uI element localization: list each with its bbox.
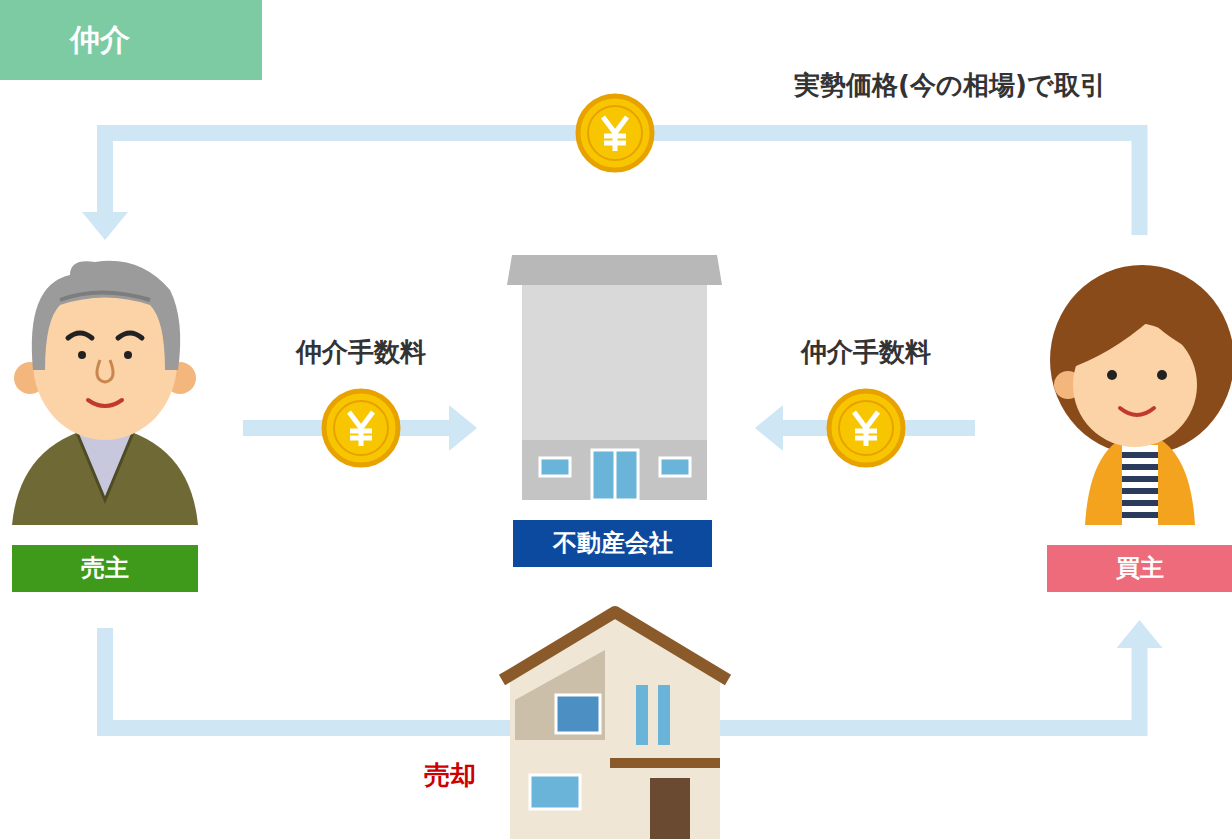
party-node: 売主 <box>12 265 198 592</box>
house <box>502 612 728 839</box>
party-node: 買主 <box>1047 265 1232 592</box>
flow-label: 仲介手数料 <box>296 335 426 370</box>
flow-label: 仲介手数料 <box>801 335 931 370</box>
flow-label: 実勢価格(今の相場)で取引 <box>794 68 1106 103</box>
buyer-figure <box>1050 265 1232 525</box>
title-band: 仲介 <box>0 0 262 80</box>
flow-label: 売却 <box>424 758 476 793</box>
seller-figure <box>12 261 198 525</box>
party-label: 不動産会社 <box>513 520 712 567</box>
diagram-title: 仲介 <box>0 0 200 80</box>
party-node: 不動産会社 <box>505 255 720 567</box>
office-building <box>507 255 722 500</box>
party-label: 買主 <box>1047 545 1232 592</box>
party-label: 売主 <box>12 545 198 592</box>
